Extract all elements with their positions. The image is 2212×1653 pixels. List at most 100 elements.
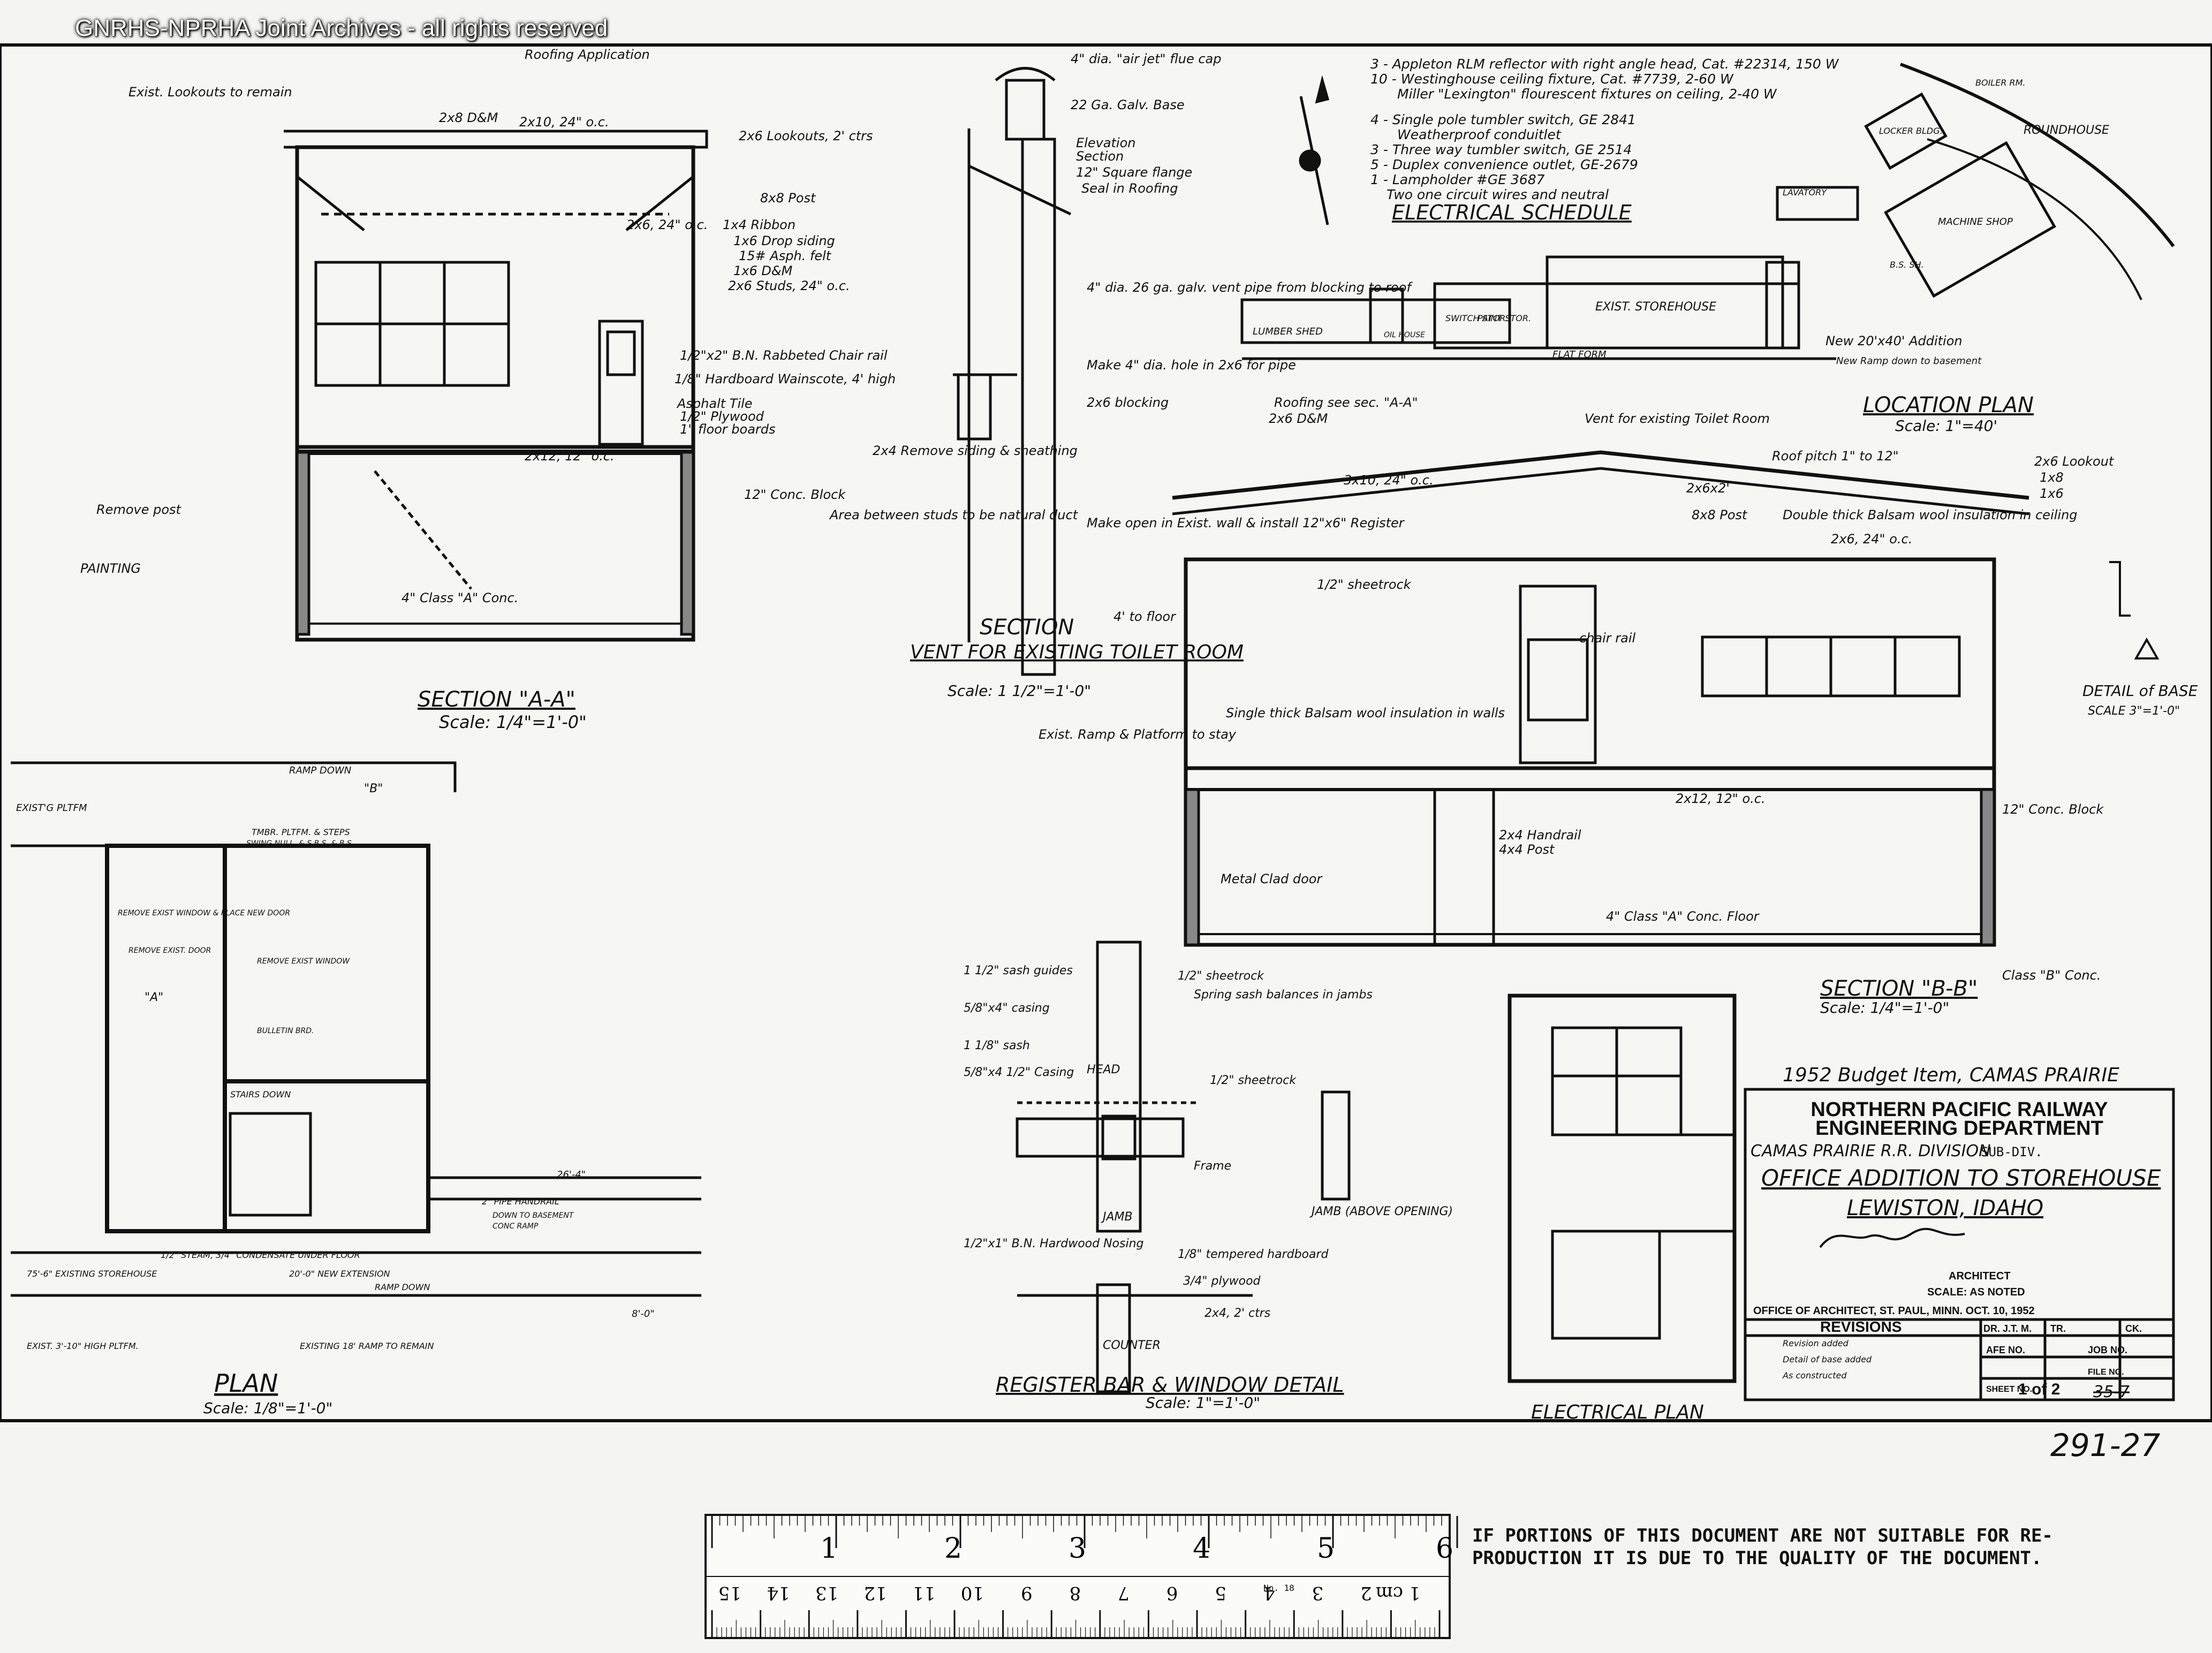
section-aa-item: 12" Conc. Block: [744, 487, 846, 502]
revisions-item: Revision added: [1783, 1338, 1849, 1348]
ck-label: CK.: [2125, 1323, 2142, 1334]
electrical-schedule-item: 4 - Single pole tumbler switch, GE 2841: [1370, 112, 1636, 127]
section-bb-notes: Roofing see sec. "A-A"2x6 D&M Vent for ex…: [1039, 395, 2115, 983]
vent-detail-item: 4" dia. "air jet" flue cap: [1071, 51, 1221, 66]
ruler-cm-label: 8: [1070, 1582, 1081, 1604]
plan-title: PLAN: [214, 1369, 278, 1398]
sheet-value: 1 of 2: [2018, 1381, 2060, 1398]
location-plan-item: PAINT STOR.: [1478, 313, 1531, 323]
section-aa-item: 2x8 D&M: [439, 110, 498, 125]
section-bb-item: 2x6x2': [1686, 481, 1730, 496]
plan-item: 2" PIPE HANDRAIL: [482, 1196, 559, 1207]
sheet-label: SHEET NO.: [1986, 1385, 2032, 1394]
electrical-schedule-item: 1 - Lampholder #GE 3687: [1370, 172, 1545, 187]
plan-item: "A": [145, 991, 163, 1004]
electrical-schedule-item: Weatherproof conduitlet: [1397, 127, 1562, 142]
department-name: ENGINEERING DEPARTMENT: [1815, 1117, 2103, 1140]
north-arrow-icon: [1299, 75, 1330, 225]
ruler-id: No. 18: [1263, 1583, 1294, 1593]
section-bb-item: chair rail: [1579, 631, 1636, 646]
section-aa-item: Exist. Lookouts to remain: [128, 85, 292, 100]
vent-detail-item: Make 4" dia. hole in 2x6 for pipe: [1087, 358, 1296, 373]
plan-item: REMOVE EXIST. DOOR: [128, 946, 211, 955]
subdiv-label: SUB-DIV.: [1981, 1144, 2043, 1159]
dr-label: DR. J.T. M.: [1983, 1323, 2032, 1334]
section-bb-item: Class "B" Conc.: [2002, 968, 2101, 983]
register-detail-item: COUNTER: [1103, 1339, 1161, 1352]
budget-item: 1952 Budget Item, CAMAS PRAIRIE: [1783, 1064, 2119, 1086]
section-bb-item: Double thick Balsam wool insulation in c…: [1783, 507, 2078, 522]
revisions-item: Detail of base added: [1783, 1354, 1872, 1364]
section-bb-item: 2x6 D&M: [1269, 411, 1328, 426]
section-aa-title: SECTION "A-A": [418, 687, 575, 712]
ruler-cm-label: 10: [961, 1582, 984, 1604]
section-bb-scale: Scale: 1/4"=1'-0": [1820, 999, 1949, 1017]
register-detail-item: HEAD: [1087, 1063, 1120, 1076]
register-detail-item: 1/2" sheetrock: [1178, 969, 1264, 983]
archive-watermark: GNRHS-NPRHA Joint Archives - all rights …: [75, 15, 608, 41]
section-aa-item: 4" Class "A" Conc.: [402, 590, 518, 605]
register-detail-item: 1/2" sheetrock: [1210, 1074, 1297, 1087]
ruler-inch-label: 3: [1069, 1533, 1086, 1565]
section-bb-item: Single thick Balsam wool insulation in w…: [1226, 706, 1505, 721]
ruler-cm-label: 3: [1312, 1582, 1324, 1604]
plan-item: 8'-0": [632, 1308, 655, 1320]
vent-detail-item: Elevation: [1076, 135, 1135, 150]
vent-detail-drawing: [953, 67, 1072, 676]
job-label: JOB NO.: [2088, 1345, 2127, 1355]
ruler-cm-label: 1 cm: [1376, 1582, 1421, 1604]
title-block: [1744, 1088, 2175, 1401]
electrical-schedule-item: Two one circuit wires and neutral: [1387, 187, 1609, 202]
plan-item: 75'-6" EXISTING STOREHOUSE: [27, 1269, 157, 1279]
location-plan-scale: Scale: 1"=40': [1895, 417, 1997, 435]
ruler-inch-label: 5: [1317, 1533, 1335, 1565]
vent-section-title: SECTION: [980, 615, 1074, 640]
section-aa-item: 1/8" Hardboard Wainscote, 4' high: [675, 371, 896, 386]
plan-item: CONC RAMP: [493, 1222, 539, 1231]
office-line: OFFICE OF ARCHITECT, ST. PAUL, MINN. OCT…: [1753, 1305, 2035, 1317]
section-aa-item: Remove post: [96, 502, 182, 517]
reproduction-notice-line-1: IF PORTIONS OF THIS DOCUMENT ARE NOT SUI…: [1472, 1525, 2053, 1546]
plan-item: 20'-0" NEW EXTENSION: [289, 1269, 390, 1279]
ruler-cm-label: 15: [718, 1582, 741, 1604]
plan-item: EXIST'G PLTFM: [16, 802, 87, 814]
project-name: OFFICE ADDITION TO STOREHOUSE: [1761, 1165, 2161, 1191]
electrical-schedule-item: 3 - Three way tumbler switch, GE 2514: [1370, 142, 1632, 157]
section-bb-item: 2x6, 24" o.c.: [1831, 532, 1912, 547]
section-aa-item: 2x6 Studs, 24" o.c.: [728, 278, 850, 293]
location-plan-item: LAVATORY: [1783, 187, 1827, 198]
section-bb-item: 1/2" sheetrock: [1317, 577, 1412, 592]
vent-section-scale: Scale: 1 1/2"=1'-0": [948, 682, 1091, 700]
section-bb-item: Roofing see sec. "A-A": [1274, 395, 1418, 410]
ruler-cm-label: 7: [1118, 1582, 1130, 1604]
plan-item: BULLETIN BRD.: [257, 1027, 314, 1035]
section-bb-item: 2x12, 12" o.c.: [1676, 791, 1766, 806]
section-bb-item: 12" Conc. Block: [2002, 802, 2104, 817]
register-detail-item: JAMB: [1101, 1210, 1133, 1224]
electrical-schedule-item: 10 - Westinghouse ceiling fixture, Cat. …: [1370, 71, 1734, 87]
section-bb-item: Vent for existing Toilet Room: [1585, 411, 1770, 426]
ruler-cm-label: 11: [912, 1582, 935, 1604]
section-bb-item: 4" Class "A" Conc. Floor: [1606, 909, 1760, 924]
ruler-cm-label: 13: [815, 1582, 838, 1604]
section-aa-item: 1x6 D&M: [733, 263, 793, 278]
register-detail-item: 1 1/2" sash guides: [964, 964, 1073, 977]
section-aa-item: 2x12, 12" o.c.: [525, 449, 615, 464]
plan-item: REMOVE EXIST WINDOW: [257, 957, 350, 966]
register-detail-item: 2x4, 2' ctrs: [1205, 1307, 1270, 1320]
revisions-label: REVISIONS: [1820, 1318, 1902, 1335]
plan-item: STAIRS DOWN: [230, 1089, 291, 1100]
vent-detail-item: Seal in Roofing: [1081, 181, 1178, 196]
section-aa-item: 1/2"x2" B.N. Rabbeted Chair rail: [680, 348, 888, 363]
register-detail-title: REGISTER BAR & WINDOW DETAIL: [996, 1373, 1344, 1397]
section-aa-scale: Scale: 1/4"=1'-0": [439, 712, 587, 732]
register-detail-item: Frame: [1194, 1159, 1231, 1173]
revisions-item: As constructed: [1782, 1370, 1847, 1381]
plan-drawing: [11, 761, 701, 1297]
